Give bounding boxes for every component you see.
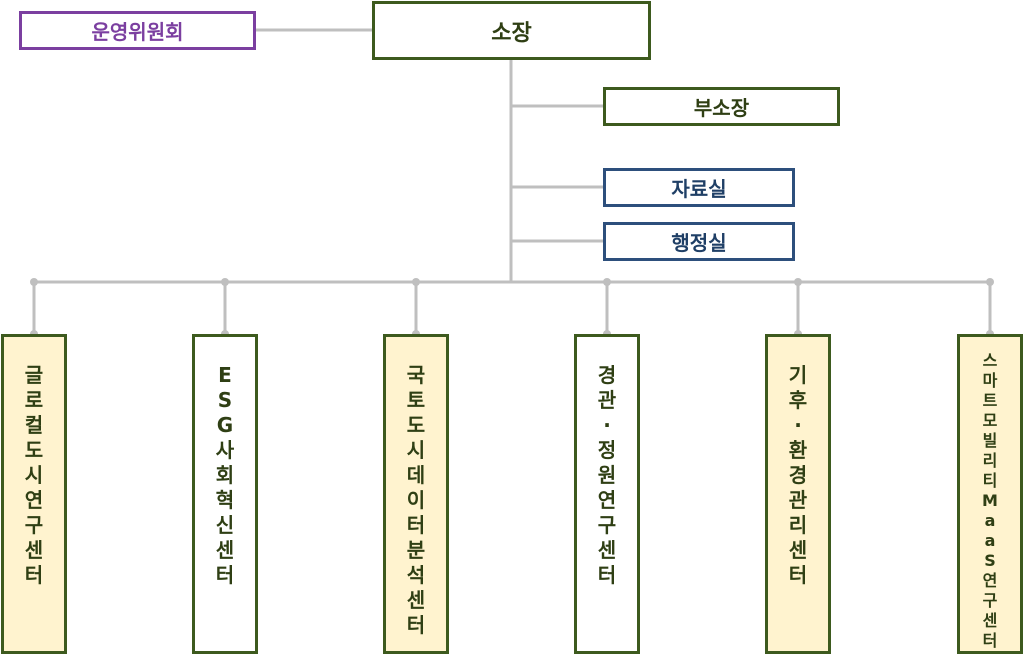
- center-label-char: 도: [24, 438, 44, 462]
- center-label-char: 구: [597, 513, 617, 537]
- center-label-char: 분: [406, 538, 426, 562]
- center-label-char: 터: [24, 563, 44, 587]
- center-label-char: 터: [982, 631, 998, 650]
- deputy-box: 부소장: [603, 87, 840, 126]
- connector-dot: [603, 278, 611, 286]
- center-label-char: 이: [406, 488, 426, 512]
- center-label-char: ·: [603, 413, 611, 437]
- center-label-char: 연: [982, 571, 998, 590]
- center-label-char: 빌: [982, 431, 998, 450]
- center-label-char: 리: [982, 451, 998, 470]
- center-label-char: 센: [788, 538, 808, 562]
- center-label-char: 관: [788, 488, 808, 512]
- center-label-char: 로: [24, 388, 44, 412]
- center-label-char: E: [218, 363, 232, 387]
- center-label-char: 컬: [24, 413, 44, 437]
- archive-box: 자료실: [603, 168, 795, 207]
- connector-dot: [412, 278, 420, 286]
- center-label-char: G: [216, 413, 234, 437]
- center-label-char: 터: [406, 513, 426, 537]
- director-box: 소장: [372, 1, 651, 60]
- center-label-char: 리: [788, 513, 808, 537]
- center-label-char: 모: [982, 411, 998, 430]
- committee-label: 운영위원회: [91, 20, 184, 44]
- connector-dot: [30, 278, 38, 286]
- center-label-char: 관: [597, 388, 617, 412]
- center-label-char: 도: [406, 413, 426, 437]
- director-label: 소장: [491, 20, 532, 46]
- center-label-char: 시: [406, 438, 426, 462]
- center-label-char: 정: [597, 438, 617, 462]
- center-label-char: 국: [406, 363, 426, 387]
- center-label-char: 혁: [215, 488, 235, 512]
- center-label-char: 데: [406, 463, 426, 487]
- center-label-char: 구: [24, 513, 44, 537]
- committee-box: 운영위원회: [19, 11, 256, 50]
- center-label-char: 마: [982, 371, 998, 390]
- center-label-char: 글: [24, 363, 44, 387]
- connector-dot: [221, 278, 229, 286]
- center-label-char: 터: [406, 613, 426, 637]
- center-label-char: 토: [406, 388, 426, 412]
- center-label-char: 사: [215, 438, 235, 462]
- center-label-char: 센: [597, 538, 617, 562]
- center-label-char: 석: [406, 563, 426, 587]
- center-label-char: 센: [982, 611, 998, 630]
- center-label-char: S: [217, 388, 233, 412]
- center-label-char: 스: [982, 351, 998, 370]
- center-label-char: S: [984, 551, 996, 570]
- center-label-char: 터: [597, 563, 617, 587]
- connector-dot: [986, 278, 994, 286]
- center-label-char: 트: [982, 391, 998, 410]
- admin-label: 행정실: [671, 231, 727, 255]
- admin-box: 행정실: [603, 222, 795, 261]
- center-label-char: 센: [406, 588, 426, 612]
- deputy-label: 부소장: [693, 96, 750, 120]
- center-label-char: 티: [982, 471, 998, 490]
- center-label-char: 경: [597, 363, 617, 387]
- center-label-char: 터: [215, 563, 235, 587]
- center-label-char: 신: [215, 513, 235, 537]
- center-label-char: 센: [24, 538, 44, 562]
- center-label-char: 시: [24, 463, 44, 487]
- center-label-char: 센: [215, 538, 235, 562]
- center-label-char: 원: [597, 463, 617, 487]
- center-label-char: 후: [788, 388, 808, 412]
- center-label-char: 연: [597, 488, 617, 512]
- center-label-char: 기: [788, 363, 808, 387]
- center-label-char: 구: [982, 591, 998, 610]
- center-label-char: 환: [788, 438, 808, 462]
- center-label-char: 터: [788, 563, 808, 587]
- center-label-char: ·: [794, 413, 802, 437]
- center-label-char: 회: [215, 463, 235, 487]
- archive-label: 자료실: [671, 177, 727, 201]
- center-label-char: a: [984, 511, 996, 530]
- center-label-char: 경: [788, 463, 808, 487]
- center-label-char: 연: [24, 488, 44, 512]
- center-label-char: M: [982, 491, 998, 510]
- center-label-char: a: [984, 531, 996, 550]
- connector-dot: [794, 278, 802, 286]
